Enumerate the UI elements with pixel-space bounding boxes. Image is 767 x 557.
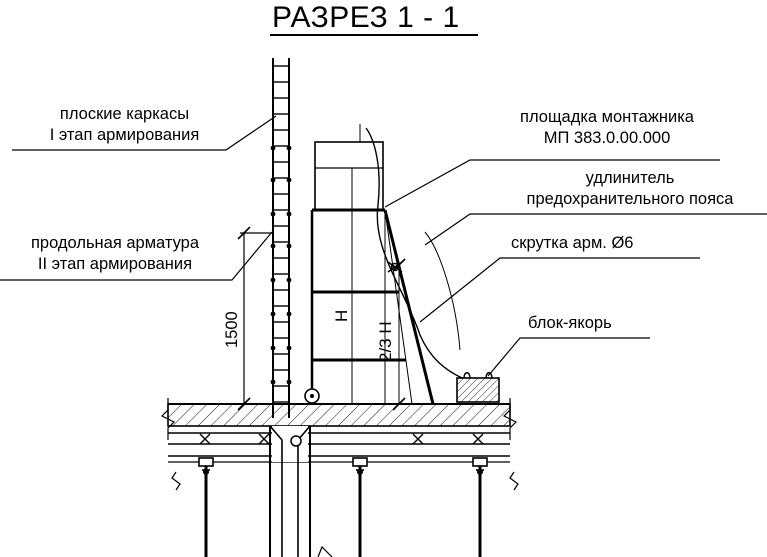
rebar-cage [272, 58, 290, 418]
formwork-beams [168, 432, 510, 463]
dimension-1500 [237, 226, 273, 411]
rebar-bar-dot [286, 211, 292, 217]
rebar-dots [270, 145, 292, 385]
dim-h-text: H [332, 310, 351, 322]
rebar-bar-dot [270, 177, 276, 183]
extender-label-line2: предохранительного пояса [526, 190, 734, 208]
props [198, 457, 488, 557]
anchor-block-label: блок-якорь [528, 314, 612, 332]
rebar-label-line2: II этап армирования [37, 255, 193, 273]
frames-label: плоские каркасы I этап армирования [22, 104, 227, 146]
rebar-bar-dot [270, 345, 276, 351]
rebar-bar-dot [286, 277, 292, 283]
rebar-bar-dot [286, 243, 292, 249]
anchor-block [456, 372, 500, 403]
platform-label: площадка монтажника МП 383.0.00.000 [482, 107, 732, 149]
twist-knot [387, 261, 403, 273]
twist-label: скрутка арм. Ø6 [511, 234, 634, 252]
rebar-bar-dot [286, 345, 292, 351]
installer-platform [304, 124, 435, 411]
floor-slab [160, 398, 518, 440]
dim-2-3h-text: 2/3 H [376, 321, 395, 362]
rebar-bar-dot [270, 277, 276, 283]
platform-label-line2: МП 383.0.00.000 [543, 129, 671, 147]
rebar-label-line1: продольная арматура [30, 234, 200, 252]
platform-label-line1: площадка монтажника [520, 108, 694, 126]
leader-lines [0, 115, 767, 377]
break-right [509, 471, 519, 491]
frames-label-line1: плоские каркасы [59, 105, 190, 123]
rebar-bar-dot [286, 145, 292, 151]
break-left [171, 471, 181, 491]
rebar-bar-dot [270, 243, 276, 249]
frames-label-line2: I этап армирования [49, 126, 200, 144]
rebar-bar-dot [286, 177, 292, 183]
rebar-bar-dot [270, 211, 276, 217]
extender-curve-2 [424, 231, 461, 351]
rebar-bar-dot [270, 145, 276, 151]
bottom-break [317, 545, 333, 557]
section-title: РАЗРЕЗ 1 - 1 [272, 1, 460, 34]
belt-extender [365, 127, 463, 379]
rebar-bar-dot [270, 311, 276, 317]
extender-label-line1: удлинитель [585, 169, 675, 187]
rebar-bar-dot [286, 311, 292, 317]
rebar-label: продольная арматура II этап армирования [0, 233, 230, 275]
wall-below [269, 425, 311, 557]
dim-1500-text: 1500 [223, 311, 241, 348]
rebar-bar-dot [270, 379, 276, 385]
extender-label: удлинитель предохранительного пояса [495, 168, 765, 210]
rebar-bar-dot [286, 379, 292, 385]
